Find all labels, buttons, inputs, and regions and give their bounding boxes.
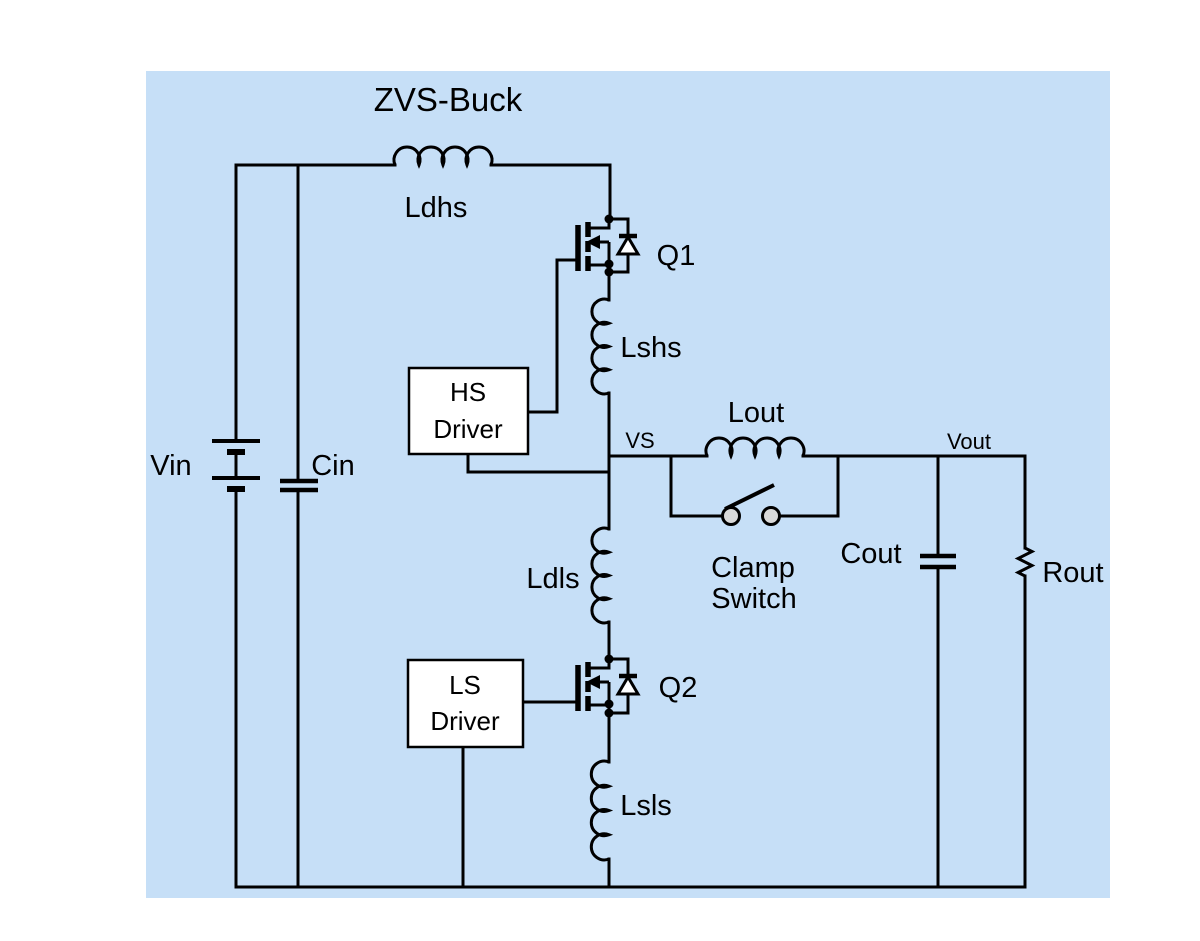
q2-label: Q2	[659, 672, 698, 704]
ls-driver-label-line1: LS	[449, 670, 481, 700]
cout-capacitor	[920, 553, 956, 570]
wire-layer	[234, 163, 1027, 889]
junction-dot	[604, 699, 614, 709]
diode-triangle	[615, 674, 641, 696]
ldls-inductor	[590, 526, 614, 625]
diagram-background	[146, 71, 1110, 898]
q2-body-diode	[609, 657, 641, 715]
ls-driver-box	[406, 658, 525, 749]
lout-inductor	[704, 436, 806, 460]
switch-contact	[721, 506, 741, 526]
hs-driver-box	[407, 366, 530, 456]
vs-node-label: VS	[625, 428, 654, 453]
clamp-switch-label-line2: Switch	[711, 583, 796, 615]
cin-label: Cin	[311, 450, 355, 482]
diode-leads	[609, 657, 630, 715]
rout-resistor	[1014, 546, 1036, 578]
junction-dot	[604, 259, 614, 269]
lsls-inductor	[589, 759, 614, 862]
junction-dot	[604, 214, 614, 224]
junction-dot	[604, 708, 614, 718]
rout-label: Rout	[1042, 557, 1103, 589]
lshs-inductor	[590, 297, 614, 396]
q1-body-diode	[609, 217, 641, 274]
vin-battery	[212, 439, 260, 492]
vout-node-label: Vout	[947, 429, 991, 454]
switch-arm	[724, 483, 775, 511]
cin-capacitor	[280, 478, 318, 493]
lout-label: Lout	[728, 397, 784, 429]
ldhs-inductor	[392, 145, 494, 169]
q2-arrow-head	[586, 675, 600, 689]
ls-driver-label-line2: Driver	[430, 706, 500, 736]
vin-label: Vin	[150, 450, 191, 482]
wire-clamp-left	[669, 454, 724, 518]
junction-dot	[604, 267, 614, 277]
ldhs-label: Ldhs	[405, 192, 468, 224]
hs-driver-label-line2: Driver	[433, 414, 503, 444]
wire-hs-driver-vs	[466, 452, 611, 474]
wire-vin-top-rail	[234, 163, 397, 443]
junction-dot	[604, 654, 614, 664]
wire-clamp-right	[778, 454, 840, 518]
lsls-label: Lsls	[620, 790, 672, 822]
cout-label: Cout	[840, 538, 901, 570]
clamp-switch-label-line1: Clamp	[711, 552, 795, 584]
q1-mosfet	[575, 214, 641, 277]
ldls-label: Ldls	[526, 563, 579, 595]
inductor-layer	[392, 145, 806, 862]
diode-triangle	[615, 234, 641, 256]
hs-driver-label-line1: HS	[450, 377, 486, 407]
diode-leads	[609, 217, 630, 274]
q1-label: Q1	[657, 240, 696, 272]
switch-contact	[761, 506, 781, 526]
wire-hs-driver-gate	[526, 258, 580, 414]
lshs-label: Lshs	[620, 332, 681, 364]
clamp-switch	[721, 483, 781, 526]
wire-top-rail-right	[489, 163, 612, 221]
q1-arrow-head	[586, 235, 600, 249]
diagram-title: ZVS-Buck	[374, 81, 523, 118]
q2-mosfet	[575, 654, 641, 718]
